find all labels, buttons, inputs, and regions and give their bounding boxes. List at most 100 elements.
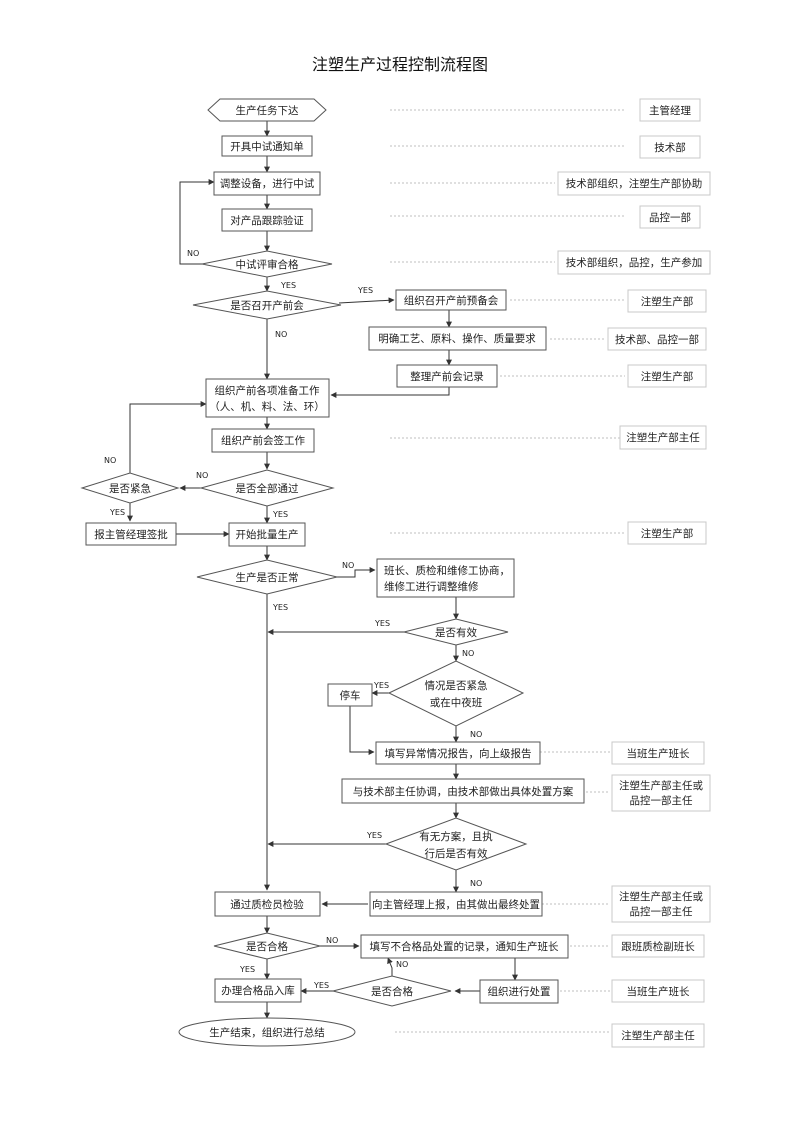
node-report-manager: 向主管经理上报，由其做出最终处置 <box>369 891 543 917</box>
decision-qualified-2: 是否合格 <box>332 975 452 1007</box>
svg-text:注塑生产部主任或: 注塑生产部主任或 <box>619 779 703 792</box>
svg-text:品控一部: 品控一部 <box>649 211 691 224</box>
responsible-tech-qc-prod: 技术部组织，品控，生产参加 <box>557 250 711 275</box>
responsible-director-or-qc-2: 注塑生产部主任或 品控一部主任 <box>611 885 711 923</box>
svg-text:停车: 停车 <box>340 689 361 702</box>
decision-urgent: 是否紧急 <box>80 472 180 504</box>
svg-text:注塑生产部主任或: 注塑生产部主任或 <box>619 890 703 903</box>
svg-text:与技术部主任协调，由技术部做出具体处置方案: 与技术部主任协调，由技术部做出具体处置方案 <box>353 785 574 798</box>
node-clarify-requirements: 明确工艺、原料、操作、质量要求 <box>368 326 547 351</box>
responsible-tech-qc: 技术部、品控一部 <box>607 327 707 351</box>
label-yes: YES <box>366 831 382 840</box>
node-meeting-record: 整理产前会记录 <box>396 364 498 388</box>
node-adjust-equipment: 调整设备，进行中试 <box>213 171 321 196</box>
decision-qualified-1: 是否合格 <box>213 932 321 960</box>
svg-text:注塑生产部主任: 注塑生产部主任 <box>621 1029 695 1042</box>
svg-text:中试评审合格: 中试评审合格 <box>236 258 299 271</box>
svg-text:情况是否紧急: 情况是否紧急 <box>425 679 488 692</box>
svg-text:是否全部通过: 是否全部通过 <box>236 482 299 495</box>
svg-text:技术部、品控一部: 技术部、品控一部 <box>615 333 699 346</box>
responsible-qc-dept: 品控一部 <box>639 205 701 229</box>
svg-text:报主管经理签批: 报主管经理签批 <box>94 528 168 541</box>
svg-text:跟班质检副班长: 跟班质检副班长 <box>621 940 695 953</box>
svg-text:技术部组织，品控，生产参加: 技术部组织，品控，生产参加 <box>566 256 703 269</box>
decision-plan-effective: 有无方案，且执 行后是否有效 <box>384 817 528 871</box>
node-preparation: 组织产前各项准备工作 （人、机、料、法、环） <box>205 378 330 418</box>
node-tech-coordination: 与技术部主任协调，由技术部做出具体处置方案 <box>341 778 585 804</box>
svg-text:通过质检员检验: 通过质检员检验 <box>230 898 304 911</box>
svg-text:注塑生产部: 注塑生产部 <box>641 370 694 383</box>
svg-text:注塑生产部: 注塑生产部 <box>641 295 694 308</box>
svg-text:班长、质检和维修工协商，: 班长、质检和维修工协商， <box>384 564 510 577</box>
node-batch-production: 开始批量生产 <box>228 522 306 547</box>
label-no: NO <box>187 249 199 258</box>
svg-text:是否紧急: 是否紧急 <box>109 482 151 495</box>
svg-text:维修工进行调整维修: 维修工进行调整维修 <box>384 580 479 593</box>
node-abnormal-report: 填写异常情况报告，向上级报告 <box>375 741 541 765</box>
svg-text:填写不合格品处置的记录，通知生产班长: 填写不合格品处置的记录，通知生产班长 <box>370 940 559 953</box>
responsible-injection-dept-3: 注塑生产部 <box>627 521 707 545</box>
node-track-product: 对产品跟踪验证 <box>221 208 313 232</box>
svg-text:开具中试通知单: 开具中试通知单 <box>230 140 304 153</box>
node-countersign: 组织产前会签工作 <box>211 428 315 453</box>
svg-text:当班生产班长: 当班生产班长 <box>627 747 690 760</box>
label-no: NO <box>470 879 482 888</box>
node-qc-inspection: 通过质检员检验 <box>214 891 321 917</box>
svg-text:是否有效: 是否有效 <box>435 626 477 639</box>
label-yes: YES <box>374 619 390 628</box>
node-consult-repair: 班长、质检和维修工协商， 维修工进行调整维修 <box>376 558 515 598</box>
node-pre-meeting: 组织召开产前预备会 <box>395 289 507 311</box>
svg-text:生产任务下达: 生产任务下达 <box>236 104 299 117</box>
label-no: NO <box>104 456 116 465</box>
label-yes: YES <box>239 965 255 974</box>
svg-text:品控一部主任: 品控一部主任 <box>630 905 693 918</box>
node-stop-machine: 停车 <box>327 683 373 707</box>
svg-text:技术部: 技术部 <box>654 141 686 154</box>
label-yes: YES <box>272 603 288 612</box>
responsibility-guides <box>390 109 625 1033</box>
responsible-shift-leader-2: 当班生产班长 <box>611 979 705 1003</box>
svg-text:品控一部主任: 品控一部主任 <box>630 794 693 807</box>
decision-all-passed: 是否全部通过 <box>199 469 335 507</box>
label-no: NO <box>196 471 208 480</box>
svg-text:组织产前会签工作: 组织产前会签工作 <box>221 434 305 447</box>
decision-production-normal: 生产是否正常 <box>196 559 338 595</box>
svg-text:主管经理: 主管经理 <box>649 104 691 117</box>
label-yes: YES <box>280 281 296 290</box>
svg-text:明确工艺、原料、操作、质量要求: 明确工艺、原料、操作、质量要求 <box>378 332 536 345</box>
node-production-end: 生产结束，组织进行总结 <box>178 1017 356 1047</box>
svg-text:开始批量生产: 开始批量生产 <box>236 528 299 541</box>
node-task-issued: 生产任务下达 <box>207 98 327 122</box>
label-yes: YES <box>313 981 329 990</box>
responsible-tech-dept: 技术部 <box>639 135 701 159</box>
svg-text:填写异常情况报告，向上级报告: 填写异常情况报告，向上级报告 <box>385 747 532 760</box>
label-no: NO <box>396 960 408 969</box>
responsible-shift-leader: 当班生产班长 <box>611 741 705 765</box>
svg-text:对产品跟踪验证: 对产品跟踪验证 <box>230 214 304 227</box>
svg-text:是否合格: 是否合格 <box>371 985 413 998</box>
responsible-injection-dept-2: 注塑生产部 <box>627 364 707 388</box>
label-no: NO <box>342 561 354 570</box>
node-warehouse-entry: 办理合格品入库 <box>214 978 302 1003</box>
responsible-injection-dept: 注塑生产部 <box>627 289 707 313</box>
decision-pilot-review: 中试评审合格 <box>201 250 333 278</box>
svg-text:向主管经理上报，由其做出最终处置: 向主管经理上报，由其做出最终处置 <box>372 898 540 911</box>
page-title: 注塑生产过程控制流程图 <box>312 55 488 74</box>
connectors <box>127 121 518 1019</box>
responsible-tech-assist: 技术部组织，注塑生产部协助 <box>557 171 711 196</box>
svg-text:（人、机、料、法、环）: （人、机、料、法、环） <box>209 400 325 413</box>
svg-text:办理合格品入库: 办理合格品入库 <box>221 984 295 997</box>
svg-text:调整设备，进行中试: 调整设备，进行中试 <box>220 177 315 190</box>
responsible-qc-deputy: 跟班质检副班长 <box>611 934 705 958</box>
branch-labels: NO YES YES NO NO NO YES YES NO YES YES N… <box>104 249 482 990</box>
decision-emergency-night: 情况是否紧急 或在中夜班 <box>387 660 525 727</box>
label-no: NO <box>326 936 338 945</box>
label-yes: YES <box>109 508 125 517</box>
label-no: NO <box>275 330 287 339</box>
decision-hold-meeting: 是否召开产前会 <box>192 290 342 320</box>
label-no: NO <box>462 649 474 658</box>
svg-text:当班生产班长: 当班生产班长 <box>627 985 690 998</box>
svg-text:有无方案，且执: 有无方案，且执 <box>419 830 493 843</box>
label-yes: YES <box>373 681 389 690</box>
